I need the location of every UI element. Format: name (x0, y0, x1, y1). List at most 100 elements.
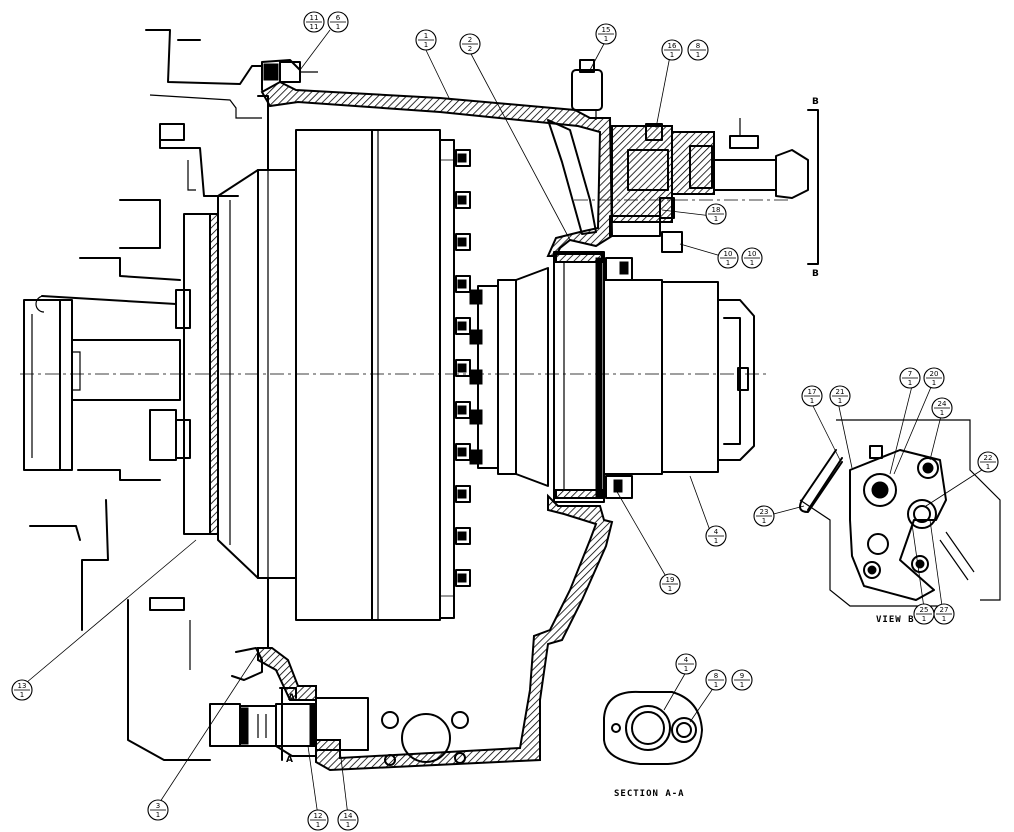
bolt-head (455, 359, 471, 377)
bolt-nut (457, 447, 467, 457)
bolt-head (455, 149, 471, 167)
callout-item-number: 4 (684, 656, 689, 664)
bolt-nut (457, 573, 467, 583)
callout-bubble: 71 (899, 367, 921, 389)
callout-quantity: 1 (726, 259, 730, 267)
callout-item-number: 20 (930, 370, 939, 378)
bolt-nut (457, 321, 467, 331)
bolt-nut (457, 153, 467, 163)
hub-bolt (469, 329, 483, 345)
callout-quantity: 1 (714, 215, 718, 223)
callout-quantity: 1 (714, 681, 718, 689)
callout-quantity: 1 (740, 681, 744, 689)
callout-item-number: 24 (938, 400, 947, 408)
callout-quantity: 1 (810, 397, 814, 405)
callout-quantity: 1 (604, 35, 608, 43)
callout-quantity: 1 (986, 463, 990, 471)
hub-bolt (469, 289, 483, 305)
callout-quantity: 1 (346, 821, 350, 829)
callout-bubble: 121 (307, 809, 329, 831)
bolt-head (455, 233, 471, 251)
engine-flywheel-housing (23, 29, 263, 761)
callout-quantity: 1 (762, 517, 766, 525)
bolt-head (455, 527, 471, 545)
callout-quantity: 1 (922, 615, 926, 623)
callout-item-number: 6 (336, 14, 341, 22)
bolt-nut (457, 279, 467, 289)
callout-quantity: 1 (714, 537, 718, 545)
callout-bubble: 81 (705, 669, 727, 691)
bolt-head (455, 191, 471, 209)
bolt-column (455, 149, 483, 587)
callout-bubble: 41 (675, 653, 697, 675)
callout-quantity: 2 (468, 45, 472, 53)
section-a-top-label: A (288, 693, 295, 703)
callout-bubble: 231 (753, 505, 775, 527)
leader-lines (19, 29, 989, 817)
section-b-cut: B B (807, 97, 819, 279)
callout-quantity: 1 (908, 379, 912, 387)
callout-quantity: 1 (336, 23, 340, 31)
bolt-head (455, 317, 471, 335)
callout-item-number: 16 (668, 42, 677, 50)
bolt-nut (457, 405, 467, 415)
callout-quantity: 1 (20, 691, 24, 699)
callout-item-number: 2 (468, 36, 472, 44)
callout-item-number: 21 (836, 388, 845, 396)
callout-quantity: 1 (668, 585, 672, 593)
section-a-bottom-label: A (286, 755, 293, 765)
callout-item-number: 23 (760, 508, 769, 516)
bolt-nut (457, 363, 467, 373)
callout-item-number: 13 (18, 682, 27, 690)
callout-quantity: 1 (940, 409, 944, 417)
section-a-a-title: SECTION A-A (614, 789, 685, 799)
callout-item-number: 22 (984, 454, 993, 462)
callout-item-number: 8 (696, 42, 700, 50)
bolt-nut (457, 237, 467, 247)
callout-quantity: 11 (310, 23, 319, 31)
callout-quantity: 1 (670, 51, 674, 59)
callout-bubble: 251 (913, 603, 935, 625)
callout-bubble: 171 (801, 385, 823, 407)
callout-quantity: 1 (156, 811, 160, 819)
bolt-head (455, 485, 471, 503)
callout-bubble: 81 (687, 39, 709, 61)
callout-bubble: 101 (741, 247, 763, 269)
callout-item-number: 15 (602, 26, 611, 34)
bolt-nut (457, 489, 467, 499)
callout-bubble: 181 (705, 203, 727, 225)
hub-bolt (469, 369, 483, 385)
callout-bubble: 191 (659, 573, 681, 595)
callout-bubble: 91 (731, 669, 753, 691)
callout-bubble: 221 (977, 451, 999, 473)
control-valve (571, 59, 809, 253)
callout-bubble: 211 (829, 385, 851, 407)
callout-bubble: 22 (459, 33, 481, 55)
callout-quantity: 1 (838, 397, 842, 405)
section-b-bottom-label: B (812, 269, 819, 279)
callout-item-number: 11 (310, 14, 319, 22)
callout-quantity: 1 (696, 51, 700, 59)
callout-quantity: 1 (684, 665, 688, 673)
callout-quantity: 1 (932, 379, 936, 387)
callout-item-number: 17 (808, 388, 817, 396)
callout-bubble: 131 (11, 679, 33, 701)
adapter-plate (257, 95, 269, 649)
callout-bubble: 41 (705, 525, 727, 547)
callout-bubble: 141 (337, 809, 359, 831)
bolt-head (455, 569, 471, 587)
callout-item-number: 14 (344, 812, 353, 820)
callout-bubble: 241 (931, 397, 953, 419)
callout-bubble: 271 (933, 603, 955, 625)
callout-item-number: 8 (714, 672, 718, 680)
output-hub (477, 251, 755, 503)
callout-item-number: 10 (724, 250, 733, 258)
callout-quantity: 1 (942, 615, 946, 623)
bolt-head (455, 275, 471, 293)
callout-item-number: 4 (714, 528, 719, 536)
callout-item-number: 18 (712, 206, 721, 214)
callout-bubble: 61 (327, 11, 349, 33)
